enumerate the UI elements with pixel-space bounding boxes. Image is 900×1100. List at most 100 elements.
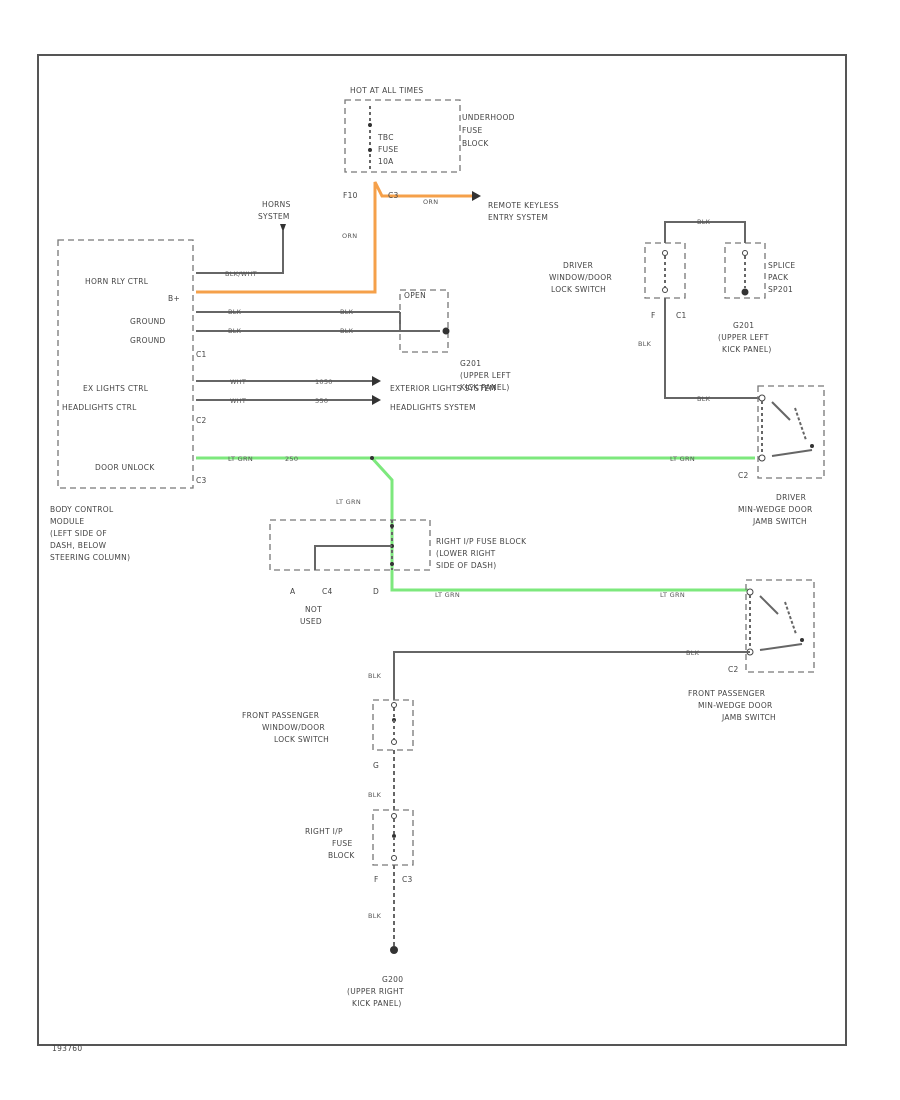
remote-keyless-arrow [472,191,481,201]
driver-lock-label-1: DRIVER [563,261,593,270]
ground-wire-1-label: BLK [228,308,242,316]
bcm-c3: C3 [196,476,207,485]
pin-a-label: A [290,587,296,596]
right-ip-fuse-block-b: RIGHT I/P FUSE BLOCK F C3 [305,809,414,884]
driver-ground-wire-label-1: BLK [638,340,652,348]
door-unlock-wire-label-5: LT GRN [660,591,685,599]
g201-label-3: KICK PANEL) [460,383,510,392]
c3-label-top: C3 [388,191,399,200]
door-unlock-wire-label-1: LT GRN [228,455,253,463]
door-unlock-circuit: 250 [285,455,298,463]
splice-label-2: PACK [768,273,789,282]
splice-wire-label: BLK [697,218,711,226]
door-unlock-wire: LT GRN 250 LT GRN LT GRN LT GRN LT GRN [196,455,755,599]
g201-label-2: (UPPER LEFT [460,371,511,380]
bcm-pin-bplus: B+ [168,294,180,303]
pin-c4-label: C4 [322,587,333,596]
fuse-label-2: FUSE [378,145,399,154]
pass-lock-pin-g: G [373,761,379,770]
bcm-label-1: BODY CONTROL [50,505,114,514]
pass-jamb-label-3: JAMB SWITCH [721,713,776,722]
driver-ground-wire-label-2: BLK [697,395,711,403]
g200-label-1: G200 [382,975,403,984]
horns-label-2: SYSTEM [258,212,290,221]
door-unlock-wire-label-3: LT GRN [336,498,361,506]
splice-wire [664,221,746,243]
right-ip-label-3: SIDE OF DASH) [436,561,496,570]
driver-jamb-label-3: JAMB SWITCH [752,517,807,526]
g201b-label-2: (UPPER LEFT [718,333,769,342]
remote-keyless-label-1: REMOTE KEYLESS [488,201,559,210]
underhood-label-3: BLOCK [462,139,489,148]
right-ip-b-label-2: FUSE [332,839,353,848]
right-ip-b-c3: C3 [402,875,413,884]
orange-wire-label-vert: ORN [342,232,357,240]
driver-lock-pin-f: F [651,311,656,320]
orange-wire-label-top: ORN [423,198,438,206]
bcm-pin-ground-1: GROUND [130,317,166,326]
not-used-label-2: USED [300,617,322,626]
driver-ground-wire [664,298,760,399]
pass-lock-label-3: LOCK SWITCH [274,735,329,744]
g200-ground [390,946,398,954]
lights-wires: WHT WHT 1050 350 EXTERIOR LIGHTS SYSTEM … [196,376,496,412]
bcm-c1: C1 [196,350,207,359]
pass-jamb-label-2: MIN-WEDGE DOOR [698,701,773,710]
front-passenger-jamb-switch: C2 FRONT PASSENGER MIN-WEDGE DOOR JAMB S… [688,579,815,722]
pass-ground-wire-label-3: BLK [368,791,382,799]
ext-lights-circuit: 1050 [315,378,333,386]
driver-jamb-label-1: DRIVER [776,493,806,502]
body-control-module: HORN RLY CTRL B+ GROUND GROUND C1 EX LIG… [50,239,207,562]
orange-b-plus-wire [196,181,472,294]
headlights-wire-label: WHT [230,397,246,405]
fuse-label-3: 10A [378,157,394,166]
ext-lights-wire-label: WHT [230,378,246,386]
diagram-frame [37,54,847,1046]
bcm-label-2: MODULE [50,517,84,526]
g201-label-1: G201 [460,359,481,368]
pass-ground-wire-label-4: BLK [368,912,382,920]
underhood-fuse-block: HOT AT ALL TIMES UNDERHOOD FUSE BLOCK TB… [343,86,515,200]
horns-label-1: HORNS [262,200,291,209]
g200-label-3: KICK PANEL) [352,999,402,1008]
splice-label-1: SPLICE [768,261,795,270]
driver-lock-label-3: LOCK SWITCH [551,285,606,294]
right-ip-label-1: RIGHT I/P FUSE BLOCK [436,537,527,546]
front-passenger-lock-switch: FRONT PASSENGER WINDOW/DOOR LOCK SWITCH … [242,699,414,770]
bcm-pin-horn: HORN RLY CTRL [85,277,149,286]
figure-id: 193760 [52,1044,82,1053]
pass-jamb-label-1: FRONT PASSENGER [688,689,765,698]
g201b-label-3: KICK PANEL) [722,345,772,354]
pass-lock-label-2: WINDOW/DOOR [262,723,325,732]
right-ip-fuse-block: RIGHT I/P FUSE BLOCK (LOWER RIGHT SIDE O… [269,519,527,626]
underhood-label-1: UNDERHOOD [462,113,515,122]
right-ip-label-2: (LOWER RIGHT [436,549,496,558]
bcm-pin-ground-2: GROUND [130,336,166,345]
bcm-pin-headlights: HEADLIGHTS CTRL [62,403,137,412]
bcm-label-5: STEERING COLUMN) [50,553,130,562]
right-ip-b-pin-f: F [374,875,379,884]
door-unlock-wire-label-2: LT GRN [670,455,695,463]
bcm-pin-door-unlock: DOOR UNLOCK [95,463,155,472]
bcm-c2: C2 [196,416,207,425]
g201b-label-1: G201 [733,321,754,330]
ground-wire-4-label: BLK [340,327,354,335]
pass-jamb-c2: C2 [728,665,739,674]
driver-jamb-switch: C2 DRIVER MIN-WEDGE DOOR JAMB SWITCH [738,385,825,526]
pass-lock-label-1: FRONT PASSENGER [242,711,319,720]
splice-label-3: SP201 [768,285,793,294]
bcm-label-4: DASH, BELOW [50,541,107,550]
remote-keyless-label-2: ENTRY SYSTEM [488,213,548,222]
door-unlock-wire-label-4: LT GRN [435,591,460,599]
underhood-label-2: FUSE [462,126,483,135]
fuse-connector-label: F10 [343,191,358,200]
pass-ground-wire-label-1: BLK [686,649,700,657]
fuse-label-1: TBC [377,133,394,142]
hot-at-all-times-label: HOT AT ALL TIMES [350,86,423,95]
pin-d-label: D [373,587,379,596]
open-label: OPEN [404,291,426,300]
right-ip-b-label-3: BLOCK [328,851,355,860]
pass-ground-wire-label-2: BLK [368,672,382,680]
driver-lock-c1: C1 [676,311,687,320]
